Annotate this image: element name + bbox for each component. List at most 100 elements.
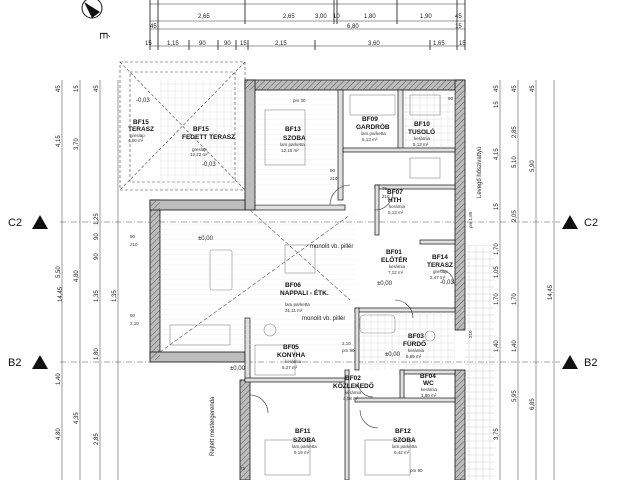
- svg-text:5,95: 5,95: [512, 390, 518, 402]
- svg-text:9,42 m²: 9,42 m²: [394, 450, 410, 455]
- svg-text:4,35: 4,35: [74, 412, 80, 424]
- svg-text:pm 90: pm 90: [410, 468, 423, 473]
- left-dim-col1: 45 4,15 5,50 1,40 4,80: [56, 85, 62, 440]
- svg-text:1,70: 1,70: [494, 293, 500, 305]
- svg-text:3,75: 3,75: [494, 428, 500, 440]
- svg-text:SZOBA: SZOBA: [393, 437, 416, 444]
- svg-text:2,10: 2,10: [130, 321, 139, 326]
- svg-text:2,47 m²: 2,47 m²: [430, 275, 446, 280]
- svg-text:-0,03: -0,03: [202, 162, 216, 168]
- top-dim-row2: 45 6,80 15: [150, 24, 462, 30]
- svg-text:lam.parketta: lam.parketta: [361, 131, 386, 136]
- svg-text:1,65: 1,65: [433, 41, 445, 47]
- svg-text:4,15: 4,15: [494, 148, 500, 160]
- svg-text:1,15: 1,15: [167, 41, 179, 47]
- svg-text:lam.parketta: lam.parketta: [292, 444, 317, 449]
- svg-text:2,15: 2,15: [275, 41, 287, 47]
- terrace-bf14-tiles: [465, 245, 495, 480]
- room-bf01: BF01 ELŐTÉR kerámia 7,12 m²: [381, 249, 408, 275]
- svg-text:90: 90: [130, 313, 136, 318]
- svg-text:GARDRÓB: GARDRÓB: [356, 122, 390, 131]
- svg-text:7,12 m²: 7,12 m²: [388, 270, 404, 275]
- room-bf15-terrace: BF15 TERASZ greslap 4,00 m²: [128, 119, 154, 143]
- svg-text:greslap: greslap: [192, 147, 207, 152]
- svg-text:TUSOLÓ: TUSOLÓ: [408, 127, 435, 136]
- svg-text:45: 45: [512, 85, 518, 92]
- room-floor-bf03: [359, 312, 455, 370]
- svg-text:210: 210: [330, 176, 338, 181]
- svg-text:90: 90: [224, 41, 231, 47]
- room-bf12: BF12 SZOBA lam.parketta 9,42 m²: [392, 428, 417, 455]
- svg-text:3,60: 3,60: [368, 41, 380, 47]
- svg-text:1,90: 1,90: [420, 14, 432, 20]
- svg-text:lam.parketta: lam.parketta: [285, 302, 310, 307]
- wall-hatch: [150, 80, 465, 480]
- svg-text:BF15: BF15: [193, 126, 209, 133]
- svg-text:greslap: greslap: [130, 133, 145, 138]
- svg-text:5,13 m²: 5,13 m²: [413, 142, 429, 147]
- svg-text:kerámia: kerámia: [389, 204, 406, 209]
- svg-text:greslap: greslap: [433, 269, 448, 274]
- svg-text:1,80: 1,80: [364, 14, 376, 20]
- axis-marker-b2-right: B2: [562, 355, 597, 369]
- room-bf14: BF14 TERASZ greslap 2,47 m²: [427, 254, 453, 280]
- svg-text:15: 15: [494, 101, 500, 108]
- room-floor-bf13: [255, 90, 338, 205]
- svg-text:2,10: 2,10: [342, 341, 351, 346]
- svg-text:45: 45: [56, 85, 62, 92]
- north-compass: É: [81, 0, 110, 39]
- level-markers: -0,03 -0,03 ±0,00 -0,03 ±0,00 ±0,00 ±0,0…: [136, 98, 454, 372]
- right-dim-col3: 45 5,90 14,45 6,85: [530, 85, 554, 410]
- svg-text:-0,03: -0,03: [136, 98, 150, 104]
- svg-text:ELŐTÉR: ELŐTÉR: [381, 255, 408, 264]
- room-bf03: BF03 FÜRDŐ kerámia 5,89 m²: [403, 333, 426, 359]
- svg-text:C2: C2: [584, 217, 598, 229]
- svg-text:kerámia: kerámia: [285, 359, 302, 364]
- room-bf02: BF02 KÖZLEKEDŐ kerámia 4,08 m²: [333, 375, 374, 401]
- svg-text:±0,00: ±0,00: [198, 236, 214, 242]
- svg-text:6,85: 6,85: [530, 398, 536, 410]
- svg-text:2,05: 2,05: [512, 210, 518, 222]
- right-dimensions: [499, 80, 555, 480]
- left-dim-col2: 15 3,70 4,80 14,45 1,35 4,35: [58, 85, 100, 424]
- svg-text:±0,00: ±0,00: [377, 281, 393, 287]
- svg-text:kerámia: kerámia: [408, 348, 425, 353]
- note-heat-pump: Levegő hőszivattyú: [477, 147, 483, 198]
- svg-text:5,13 m²: 5,13 m²: [362, 137, 378, 142]
- svg-text:5,27 m²: 5,27 m²: [282, 365, 298, 370]
- svg-text:BF11: BF11: [295, 428, 311, 435]
- top-dim-row1: 2,65 2,65 3,00 10 1,80 1,90 45: [198, 14, 462, 20]
- svg-text:5,90: 5,90: [530, 160, 536, 172]
- svg-text:1,05: 1,05: [494, 266, 500, 278]
- svg-text:90: 90: [94, 233, 100, 240]
- svg-text:5,13 m²: 5,13 m²: [388, 210, 404, 215]
- svg-text:kerámia: kerámia: [389, 264, 406, 269]
- furniture: [169, 94, 441, 476]
- axis-marker-c2-right: C2: [562, 215, 598, 229]
- svg-text:BF15: BF15: [133, 119, 149, 126]
- room-bf13: BF13 SZOBA lam.parketta 12,15 m²: [280, 126, 306, 153]
- svg-text:-0,03: -0,03: [440, 280, 454, 286]
- svg-text:6,80: 6,80: [347, 24, 359, 30]
- svg-text:KONYHA: KONYHA: [277, 352, 305, 359]
- top-dim-row3: 15 1,15 90 90 15 2,15 3,60 1,65 15: [145, 41, 466, 47]
- svg-text:BF04: BF04: [420, 373, 436, 380]
- note-pillar-lower: monolit vb. pillér: [302, 316, 345, 322]
- right-dim-col1: 45 15 4,15 15 1,70 1,05 1,70 1,40 3,75: [494, 85, 500, 440]
- svg-text:BF14: BF14: [432, 254, 448, 261]
- svg-text:75: 75: [240, 466, 246, 471]
- svg-text:3,70: 3,70: [74, 138, 80, 150]
- room-bf06: BF06 NAPPALI - ÉTK. lam.parketta 31,11 m…: [280, 282, 329, 313]
- room-floor-bf06: [160, 210, 355, 350]
- svg-text:BF12: BF12: [395, 428, 411, 435]
- svg-text:B2: B2: [8, 357, 21, 369]
- note-hidden-beam: Rejtett mestergerenda: [210, 396, 216, 456]
- svg-text:2,65: 2,65: [283, 14, 295, 20]
- svg-text:kerámia: kerámia: [421, 387, 438, 392]
- left-dim-col3: 45 1,25 90 90 1,35 1,80 2,85: [94, 85, 118, 445]
- svg-text:14,45: 14,45: [58, 286, 64, 302]
- svg-text:BF10: BF10: [414, 121, 430, 128]
- room-bf05: BF05 KONYHA kerámia 5,27 m²: [277, 344, 305, 370]
- top-dimensions: [149, 0, 466, 50]
- svg-text:9,19 m²: 9,19 m²: [294, 450, 310, 455]
